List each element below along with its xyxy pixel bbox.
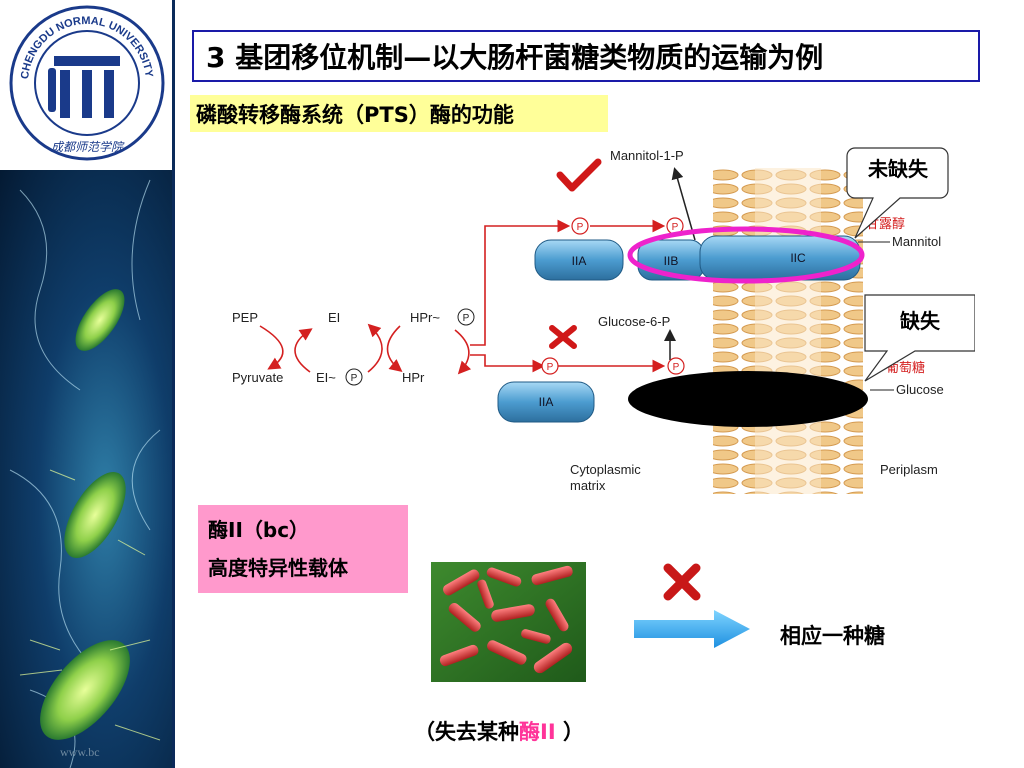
label-pep: PEP (232, 310, 258, 325)
footnote-suffix: ） (555, 720, 584, 744)
enzyme-ii-label: 酶II（bc） (208, 518, 310, 542)
label-periplasm: Periplasm (880, 462, 938, 477)
label-iib: IIB (664, 254, 679, 268)
phosphate-label-3: P (547, 362, 554, 373)
enzyme-ii-box: 酶II（bc） 高度特异性载体 (198, 505, 408, 593)
footnote: （失去某种酶II ） (414, 716, 584, 746)
slide-title-text: 3 基团移位机制—以大肠杆菌糖类物质的运输为例 (206, 41, 824, 74)
label-mannitol-1p: Mannitol-1-P (610, 148, 684, 163)
logo-bottom-text: 成都师范学院 (51, 140, 125, 154)
label-ei-p: EI~ (316, 370, 336, 385)
callout-top-text: 未缺失 (868, 157, 929, 181)
cross-icon (660, 562, 704, 602)
footnote-prefix: （失去某种 (414, 720, 519, 744)
footnote-highlight: 酶II (519, 720, 556, 744)
label-mannitol: Mannitol (892, 234, 941, 249)
university-logo: CHENGDU NORMAL UNIVERSITY 1955 成都师范学院 (5, 0, 166, 162)
label-hpr: HPr (402, 370, 425, 385)
cross-icon (549, 325, 577, 349)
redaction-ellipse (628, 371, 868, 427)
callout-bottom-text: 缺失 (900, 309, 941, 333)
callout-not-missing: 未缺失 (846, 147, 949, 239)
check-icon (556, 158, 602, 192)
callout-missing: 缺失 (864, 294, 976, 382)
label-iia-top: IIA (572, 254, 587, 268)
pts-diagram: Mannitol-1-P P P IIA IIB IIC 甘露醇 Mannito… (230, 140, 976, 498)
slide-subtitle: 磷酸转移酶系统（PTS）酶的功能 (190, 95, 608, 132)
watermark: www.bc (60, 745, 100, 759)
label-glucose-cn: 葡萄糖 (886, 360, 925, 375)
protein-iia-top (534, 239, 624, 281)
label-hpr-p: HPr~ (410, 310, 440, 325)
protein-iia-bottom (497, 381, 595, 423)
label-iia-bottom: IIA (539, 395, 554, 409)
left-border-rule (172, 0, 175, 768)
bacteria-image (431, 562, 586, 682)
phosphate-label-4: P (673, 362, 680, 373)
phosphate-label-ei: P (351, 373, 358, 384)
phosphate-label-1: P (577, 222, 584, 233)
label-glucose: Glucose (896, 382, 944, 397)
label-cytoplasmic: Cytoplasmic (570, 462, 641, 477)
phosphate-label-2: P (672, 222, 679, 233)
phosphate-label-hpr: P (463, 313, 470, 324)
slide-title: 3 基团移位机制—以大肠杆菌糖类物质的运输为例 (192, 30, 980, 82)
enzyme-ii-description: 高度特异性载体 (208, 556, 348, 580)
label-matrix: matrix (570, 478, 606, 493)
highlight-ellipse (627, 226, 865, 284)
decorative-bacteria-strip (0, 170, 175, 768)
label-ei: EI (328, 310, 340, 325)
label-iic: IIC (790, 251, 806, 265)
label-glucose-6p: Glucose-6-P (598, 314, 670, 329)
label-pyruvate: Pyruvate (232, 370, 283, 385)
bacteria-illustration (9, 179, 161, 768)
right-arrow-icon (632, 608, 752, 650)
result-label: 相应一种糖 (780, 624, 885, 648)
slide-subtitle-text: 磷酸转移酶系统（PTS）酶的功能 (196, 102, 514, 127)
